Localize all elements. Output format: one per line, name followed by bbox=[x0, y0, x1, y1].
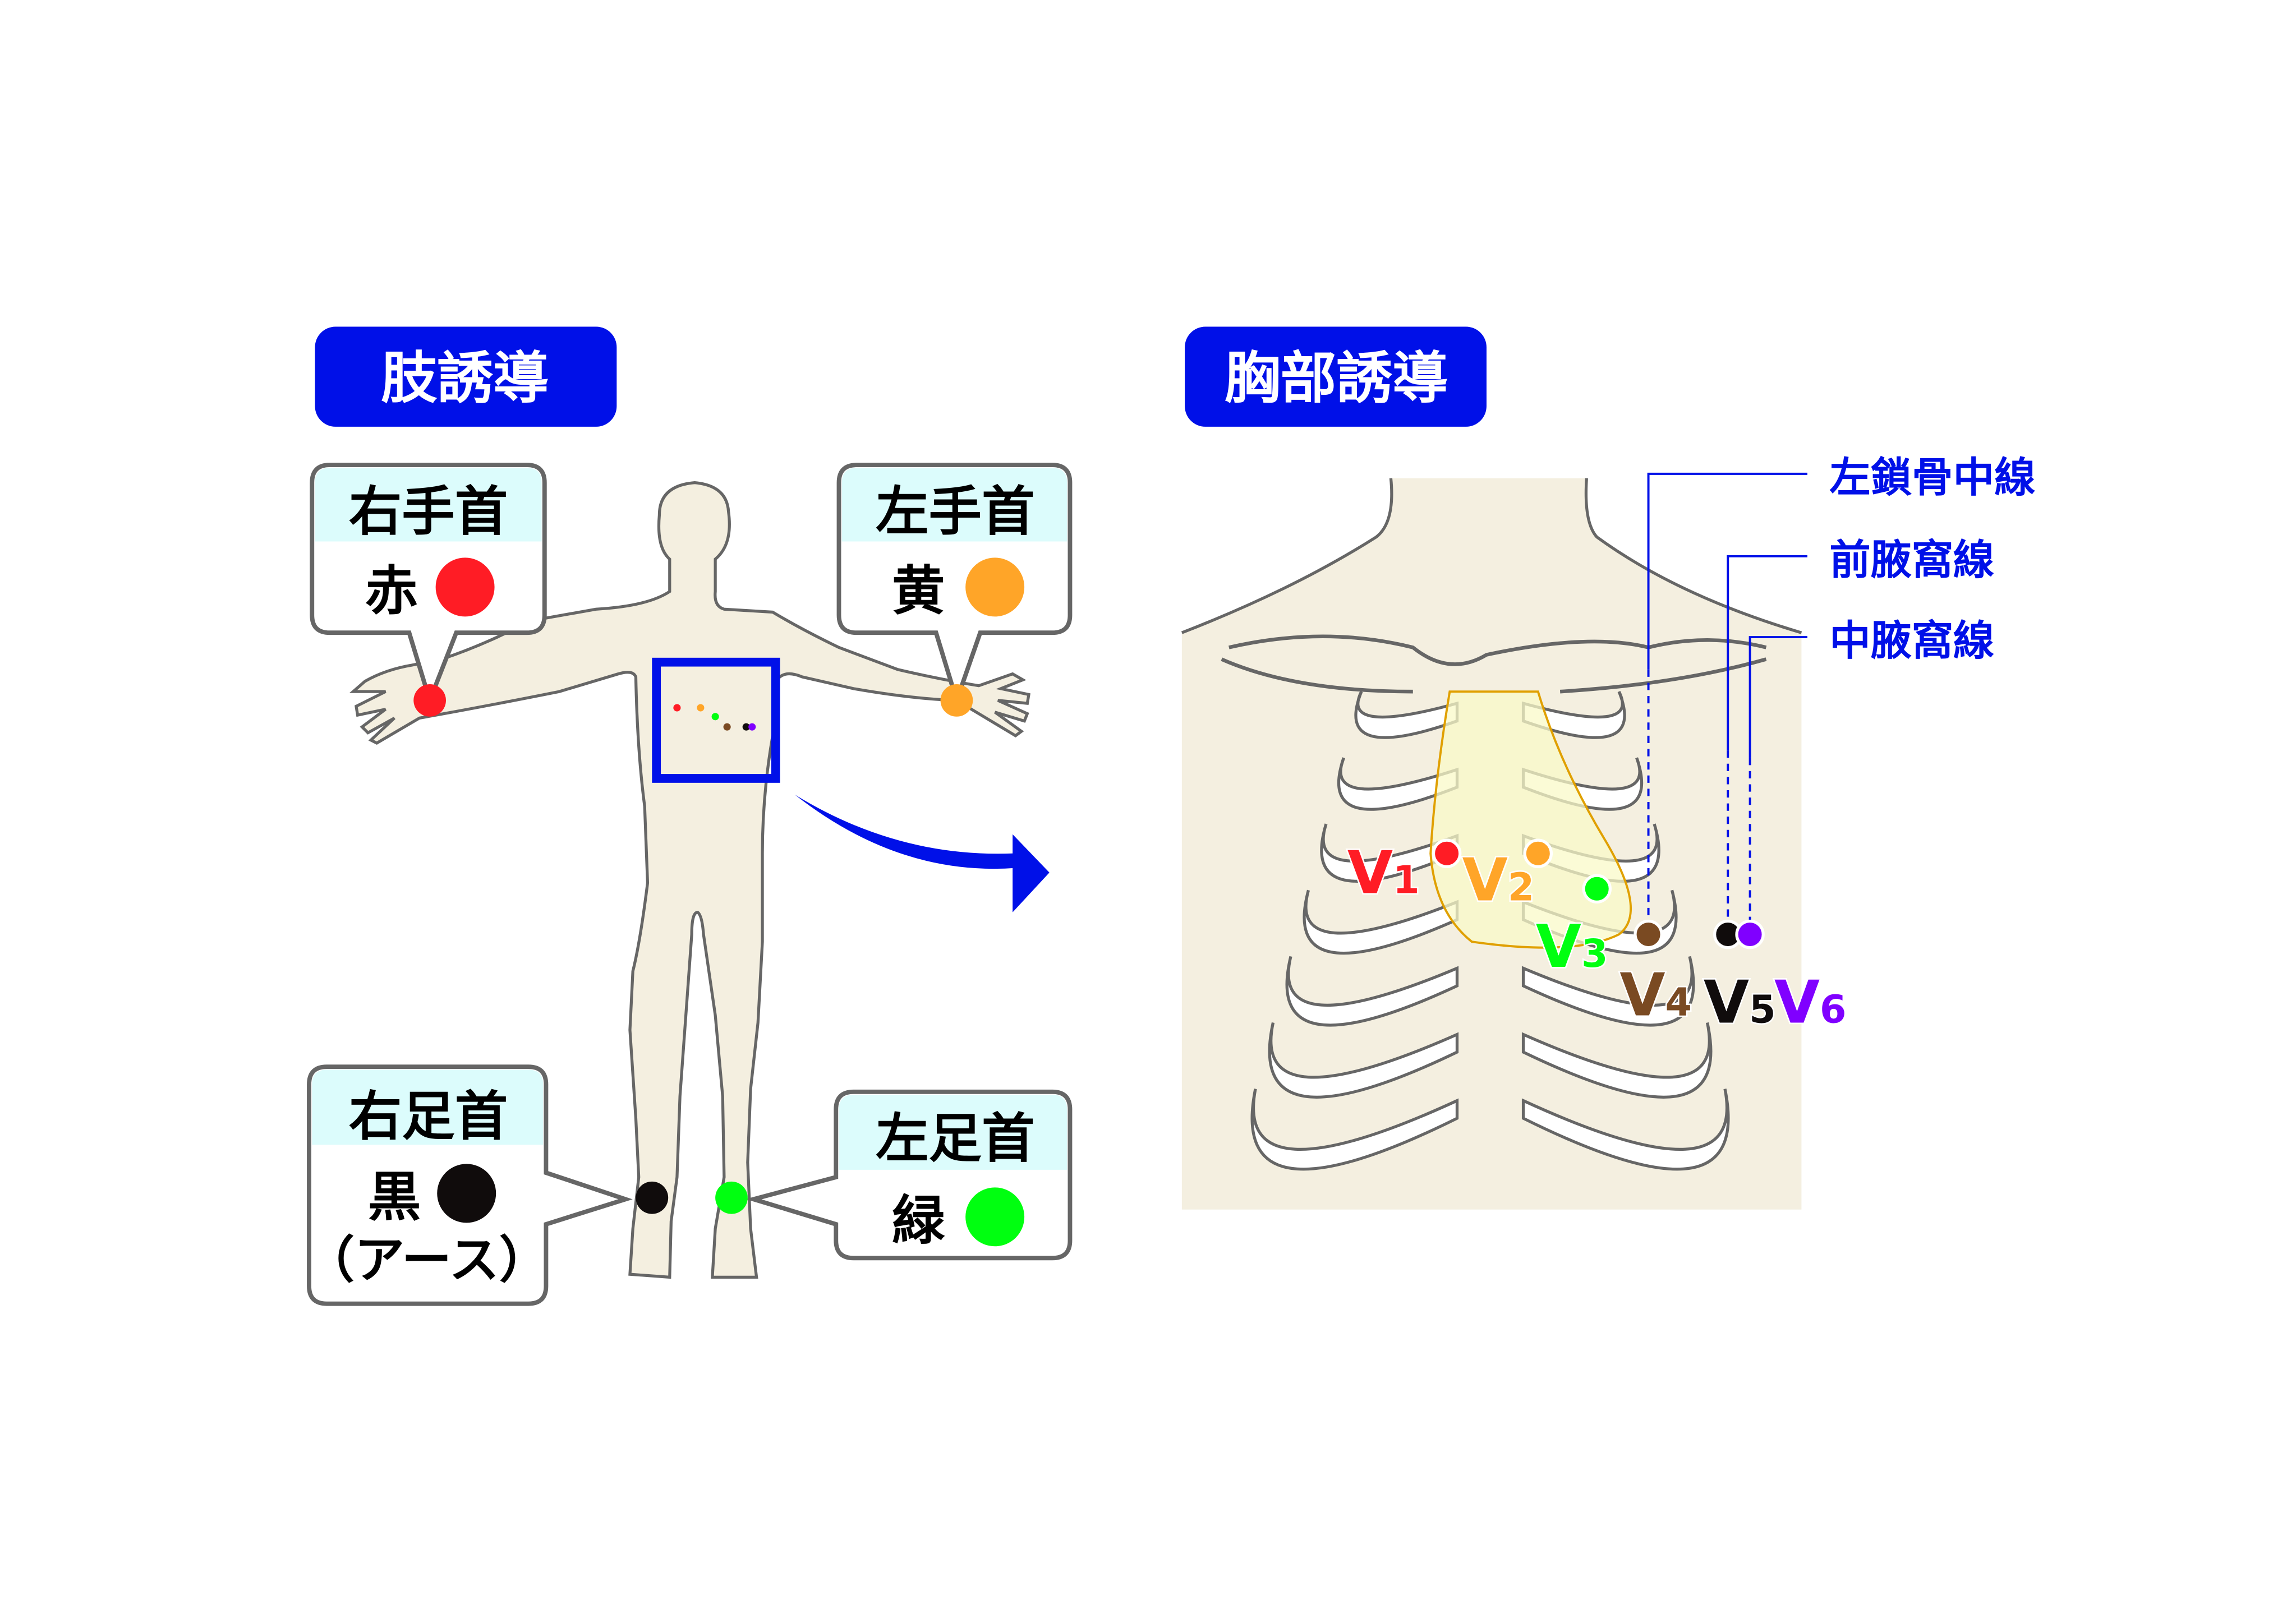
red-color-swatch bbox=[435, 557, 495, 617]
midclavicular-line-label: 左鎖骨中線 bbox=[1829, 454, 2035, 501]
rib bbox=[1521, 956, 1695, 1027]
arrow-icon bbox=[794, 794, 1050, 912]
electrode-v3 bbox=[1582, 874, 1612, 903]
heart-area bbox=[1429, 690, 1632, 949]
limb-leads-badge bbox=[315, 326, 617, 427]
rib bbox=[1320, 823, 1459, 883]
left-wrist-label: 左手首 bbox=[876, 481, 1034, 543]
thorax-illustration bbox=[1181, 478, 1802, 1210]
black-color-swatch bbox=[437, 1164, 496, 1223]
electrode-label-v1: V1 bbox=[1347, 839, 1420, 907]
chest-highlight-box bbox=[652, 657, 780, 783]
callout-left-wrist: 左手首 黄 bbox=[836, 463, 1073, 708]
electrode-v4 bbox=[1634, 919, 1663, 949]
electrode-v2 bbox=[1523, 838, 1553, 869]
right-wrist-label: 右手首 bbox=[349, 481, 508, 543]
electrode-v1 bbox=[1432, 838, 1462, 869]
rib bbox=[1268, 1022, 1459, 1099]
green-color-swatch bbox=[965, 1187, 1025, 1247]
left-ankle-color-name: 緑 bbox=[892, 1190, 945, 1252]
limb-leads-panel: 肢誘導 右手首 赤 左手首 黄 右足首 黒 （アース） bbox=[305, 326, 1073, 1306]
body-figure bbox=[349, 481, 1030, 1279]
chest-leads-title: 胸部誘導 bbox=[1225, 345, 1448, 411]
rib bbox=[1521, 1089, 1730, 1171]
callout-right-ankle: 右足首 黒 （アース） bbox=[305, 1064, 633, 1306]
right-ankle-color-name: 黒 bbox=[368, 1166, 421, 1228]
electrode-label-v4: V4 bbox=[1619, 961, 1692, 1029]
left-ankle-label: 左足首 bbox=[876, 1108, 1034, 1169]
callout-left-ankle: 左足首 緑 bbox=[746, 1089, 1073, 1261]
reference-lines bbox=[1647, 472, 1807, 935]
rib bbox=[1250, 1089, 1459, 1171]
anterior-axillary-line-label: 前腋窩線 bbox=[1829, 536, 1994, 584]
right-ankle-electrode bbox=[636, 1181, 669, 1214]
yellow-color-swatch bbox=[965, 557, 1025, 617]
callout-right-wrist: 右手首 赤 bbox=[310, 463, 547, 707]
right-ankle-label: 右足首 bbox=[349, 1086, 508, 1147]
ground-note: （アース） bbox=[305, 1231, 549, 1289]
chest-leads-badge bbox=[1185, 326, 1487, 427]
mid-axillary-line-label: 中腋窩線 bbox=[1829, 617, 1994, 665]
right-wrist-color-name: 赤 bbox=[365, 560, 418, 622]
rib bbox=[1337, 757, 1459, 811]
rib bbox=[1285, 956, 1459, 1027]
rib bbox=[1521, 1022, 1713, 1099]
left-wrist-electrode bbox=[940, 684, 973, 717]
mini-chest-electrodes bbox=[673, 704, 756, 731]
electrode-label-v6: V6 bbox=[1774, 969, 1847, 1037]
electrode-v6 bbox=[1735, 919, 1765, 949]
right-wrist-electrode bbox=[413, 684, 446, 717]
limb-leads-title: 肢誘導 bbox=[381, 345, 549, 411]
left-ankle-electrode bbox=[715, 1181, 748, 1214]
left-wrist-color-name: 黄 bbox=[892, 560, 945, 622]
